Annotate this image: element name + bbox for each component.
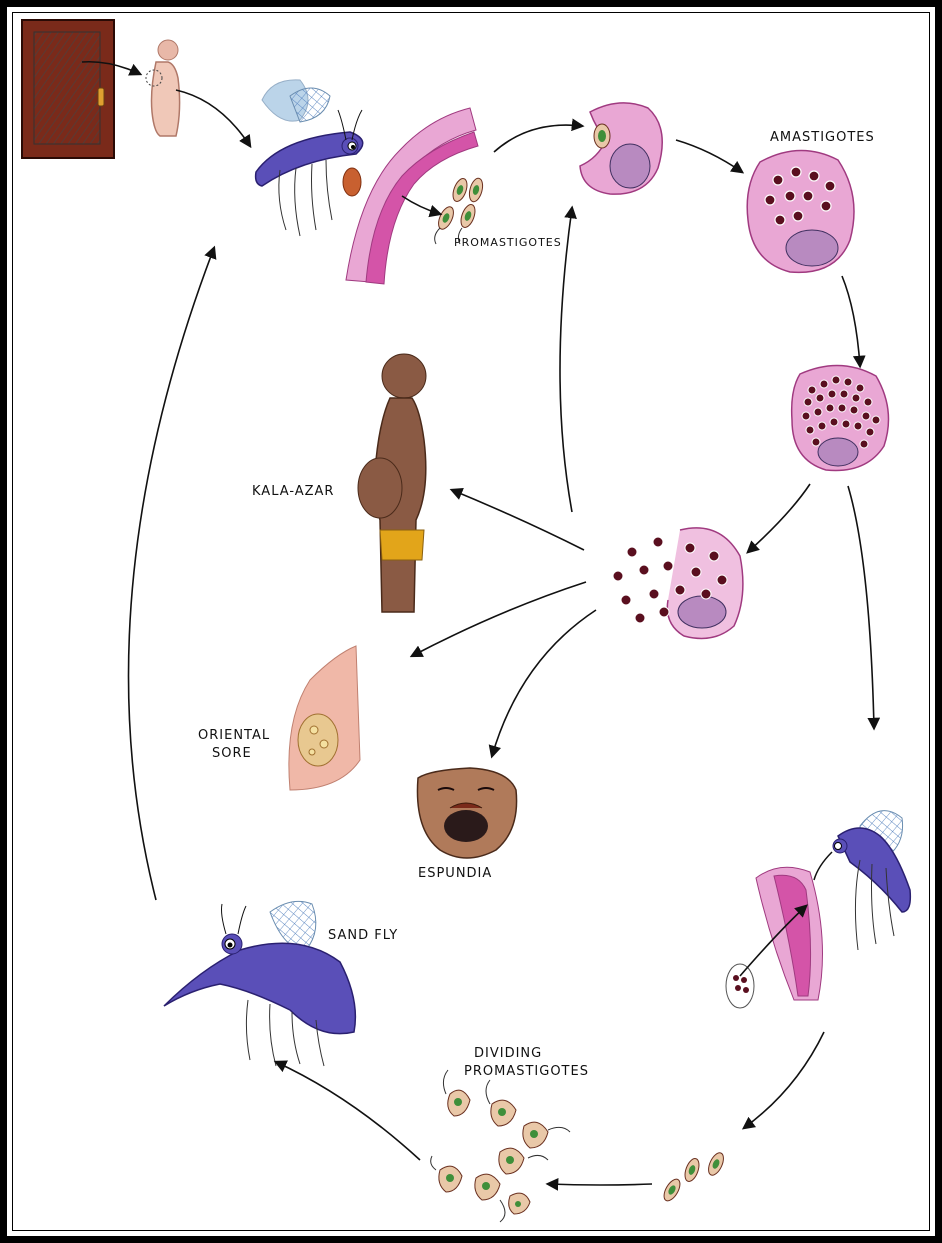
sand-fly-feeding-top bbox=[256, 80, 363, 236]
label-amastigotes: AMASTIGOTES bbox=[770, 130, 875, 145]
sand-fly-bottom-left bbox=[164, 901, 355, 1066]
macrophage-engulfing bbox=[580, 103, 662, 194]
label-kala-azar: KALA-AZAR bbox=[252, 484, 334, 499]
label-oriental-sore-line2: SORE bbox=[212, 746, 252, 761]
macrophage-packed bbox=[792, 365, 889, 470]
kala-azar-child bbox=[358, 354, 426, 612]
human-figure-top bbox=[146, 40, 180, 136]
oriental-sore-arm bbox=[289, 646, 360, 790]
label-oriental-sore-line1: ORIENTAL bbox=[198, 728, 270, 743]
screened-door bbox=[22, 20, 114, 158]
espundia-face bbox=[417, 768, 516, 858]
promastigotes-top bbox=[435, 177, 485, 244]
macrophage-burst bbox=[613, 528, 743, 639]
label-dividing-line2: PROMASTIGOTES bbox=[464, 1064, 589, 1079]
sand-fly-feeding-right bbox=[726, 811, 910, 1008]
promastigotes-bottom-right bbox=[661, 1151, 727, 1204]
amastigotes-cell bbox=[747, 150, 854, 272]
dividing-promastigotes-cluster bbox=[431, 1070, 570, 1222]
label-promastigotes: PROMASTIGOTES bbox=[454, 236, 562, 249]
label-espundia: ESPUNDIA bbox=[418, 866, 492, 881]
label-sand-fly: SAND FLY bbox=[328, 928, 398, 943]
label-dividing-line1: DIVIDING bbox=[474, 1046, 542, 1061]
